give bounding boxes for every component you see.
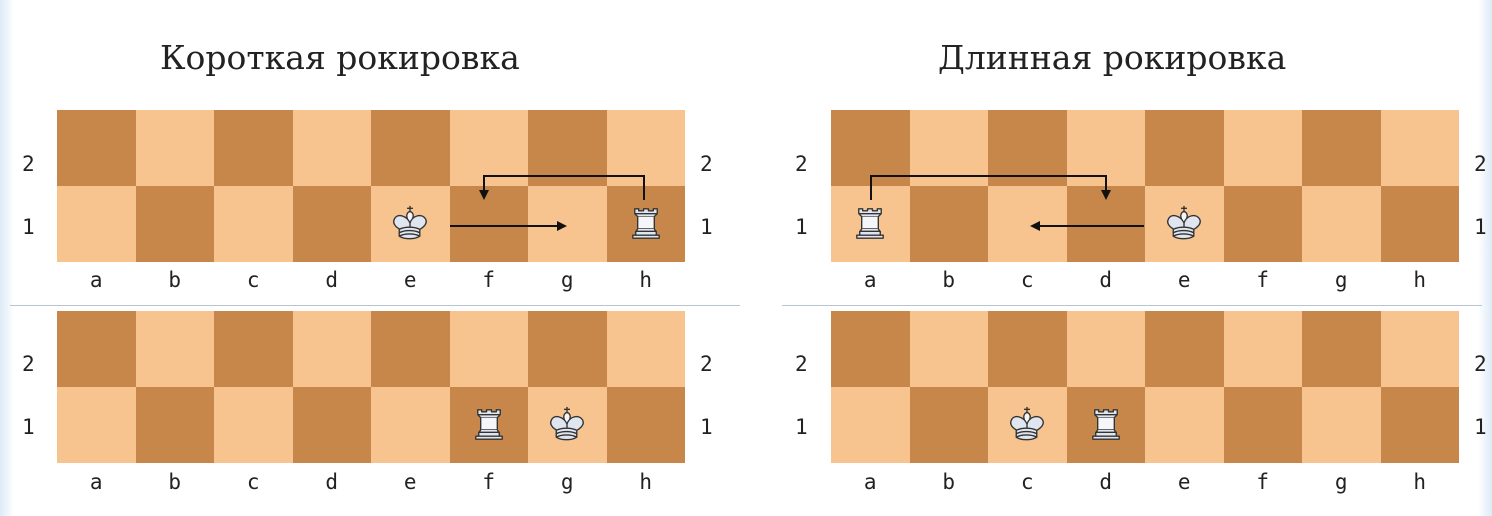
rook-move-arrow [871,176,1106,200]
rook-move-arrow [484,176,644,200]
